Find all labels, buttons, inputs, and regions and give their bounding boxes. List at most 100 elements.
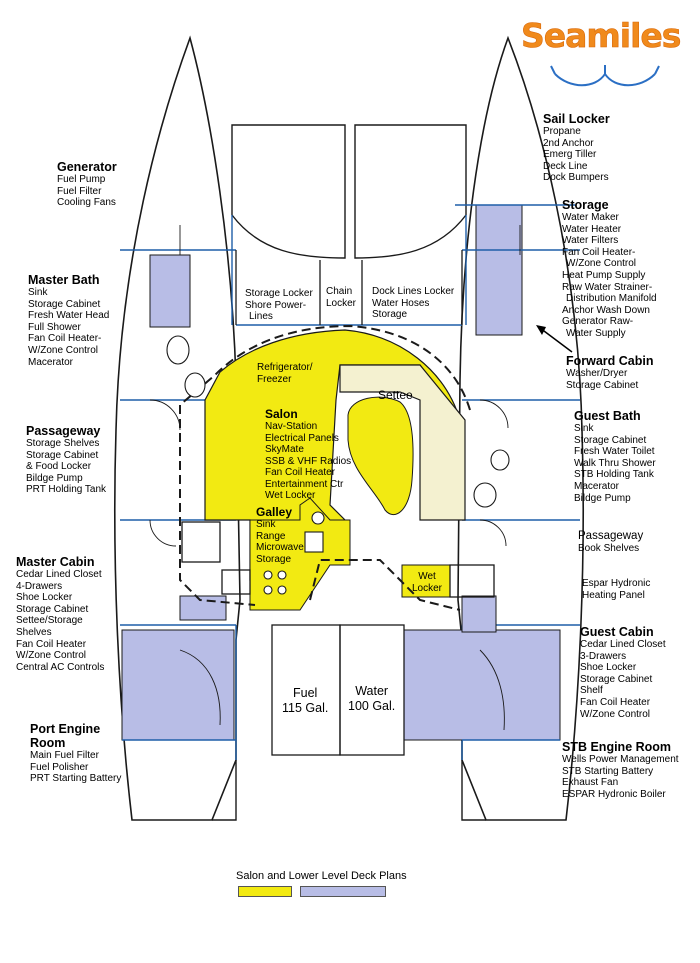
storage-item: Water Supply [566,327,626,339]
passageway-port-item: & Food Locker [26,461,92,473]
salon-item: Electrical Panels [265,432,339,444]
guest-bath-item: Fresh Water Toilet [574,446,655,458]
galley-label: Galley Sink Range Microwave Storage [256,506,304,565]
master-bath-item: Macerator [28,356,74,368]
guest-cabin-fill [403,629,561,741]
port-engine-item: Main Fuel Filter [30,750,99,761]
master-cabin-item: W/Zone Control [16,650,87,662]
guest-bath-title: Guest Bath [574,409,641,423]
storage-title: Storage [562,198,609,212]
storage-locker-line: Lines [249,311,273,322]
generator-item: Cooling Fans [57,197,116,209]
master-cabin-item: Settee/Storage [16,615,83,627]
sail-locker-item: Propane [543,126,581,137]
port-small-fill [179,595,227,621]
master-bath-item: Fan Coil Heater- [28,333,102,345]
salon-item: Entertainment Ctr [265,478,344,490]
stb-engine-item: STB Starting Battery [562,765,654,777]
forward-cabin-arrow [539,327,573,353]
forward-cabin-arrowhead [536,325,546,335]
guest-cabin-item: Cedar Lined Closet [580,639,666,650]
water-tank-label: Water 100 Gal. [348,684,395,714]
port-engine-item: Fuel Polisher [30,761,89,773]
refrigerator-line: Refrigerator/ [257,362,313,373]
master-bath-title: Master Bath [28,273,100,287]
tanks [181,250,495,756]
chain-locker-line: Locker [326,297,357,309]
forward-cabin-item: Storage Cabinet [566,379,639,391]
galley-item: Sink [256,519,276,530]
dock-lines-line: Dock Lines Locker [372,286,455,297]
passageway-stb-title: Passageway [578,530,644,542]
settee-shape [339,364,466,521]
sail-locker-title: Sail Locker [543,112,610,126]
water-line: 100 Gal. [348,699,396,713]
bridge-deck-aft [212,760,486,821]
salon-label: Salon Nav-Station Electrical Panels SkyM… [265,408,351,502]
guest-cabin-item: Fan Coil Heater [580,696,651,708]
doors [149,225,521,731]
guest-cabin-title: Guest Cabin [580,625,654,639]
guest-bath-item: Sink [574,423,594,434]
passageway-port-title: Passageway [26,424,101,438]
water-line: Water [355,684,389,698]
storage-item: Water Maker [562,212,619,223]
hull-blue-lines [120,204,580,741]
dock-lines-line: Water Hoses [372,297,430,309]
fuel-line: Fuel [293,686,318,700]
master-cabin-fill [121,629,235,741]
guest-bath-item: Storage Cabinet [574,434,647,446]
sail-locker-item: Deck Line [543,160,588,172]
passageway-port-item: PRT Holding Tank [26,484,107,496]
port-engine-label: Port Engine Room Main Fuel Filter Fuel P… [30,722,121,785]
galley-yellow-fill [222,497,351,611]
storage-locker-line: Shore Power- [245,299,307,311]
master-bath-item: Sink [28,287,48,298]
master-cabin-item: Shoe Locker [16,592,73,604]
sail-locker-item: Emerg Tiller [543,149,597,161]
storage-item: Fan Coil Heater- [562,246,636,258]
galley-title: Galley [256,505,293,519]
wet-locker-line: Locker [412,582,443,594]
stb-small-fill [461,595,497,633]
master-cabin-item: Cedar Lined Closet [16,569,102,580]
storage-item: Distribution Manifold [566,293,657,305]
master-cabin-item: Fan Coil Heater [16,638,87,650]
forward-cabin-item: Washer/Dryer [566,368,628,379]
legend-title: Salon and Lower Level Deck Plans [236,870,407,882]
guest-cabin-item: Storage Cabinet [580,673,653,685]
master-cabin-label: Master Cabin Cedar Lined Closet 4-Drawer… [16,555,104,673]
settee-label: Settee [378,388,413,402]
storage-item: Generator Raw- [562,316,634,328]
guest-cabin-label: Guest Cabin Cedar Lined Closet 3-Drawers… [580,625,666,720]
fixtures [166,335,510,595]
guest-bath-item: Walk Thru Shower [574,457,656,469]
passageway-stb-item: Book Shelves [578,543,640,554]
stb-storage-fill [475,204,523,336]
legend-swatch-salon [238,886,292,897]
refrigerator-label: Refrigerator/ Freezer [257,362,313,385]
port-engine-title: Room [30,736,66,750]
dock-lines-label: Dock Lines Locker Water Hoses Storage [372,286,454,321]
guest-bath-item: STB Holding Tank [574,469,654,481]
espar-item: Espar Hydronic [582,578,651,589]
sail-locker-label: Sail Locker Propane 2nd Anchor Emerg Til… [543,112,610,184]
galley-item: Microwave [256,542,304,553]
stb-engine-item: ESPAR Hydronic Boiler [562,788,666,800]
wet-locker-label: Wet Locker [412,571,442,594]
generator-item: Fuel Filter [57,185,102,197]
salon-item: SkyMate [265,444,304,455]
storage-locker-label: Storage Locker Shore Power- Lines [245,288,313,323]
guest-cabin-item: Shoe Locker [580,662,637,674]
passageway-port-item: Storage Cabinet [26,449,99,461]
port-shower-fill [149,254,191,328]
logo-waves-icon [550,65,660,87]
generator-label: Generator Fuel Pump Fuel Filter Cooling … [57,160,117,209]
wet-locker-line: Wet [418,571,436,582]
storage-label: Storage Water Maker Water Heater Water F… [562,198,657,340]
fuel-line: 115 Gal. [282,701,329,715]
master-cabin-title: Master Cabin [16,555,95,569]
passageway-stb-label: Passageway Book Shelves [578,530,643,555]
table-shape [347,396,414,516]
